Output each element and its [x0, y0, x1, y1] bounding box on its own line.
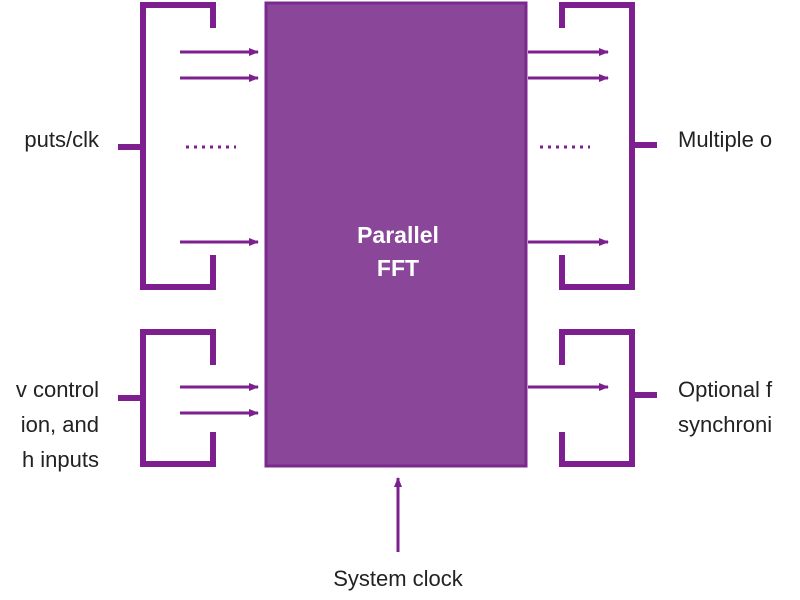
- block-title-line2: FFT: [377, 255, 419, 281]
- block-title-line1: Parallel: [357, 222, 439, 248]
- right-bottom-bracket: [559, 329, 657, 467]
- left-bottom-label-2: ion, and: [21, 412, 99, 437]
- system-clock-label: System clock: [333, 566, 464, 591]
- left-top-label: puts/clk: [24, 127, 100, 152]
- left-bottom-bracket: [118, 329, 216, 467]
- left-top-bracket: [118, 2, 216, 290]
- right-top-bracket: [559, 2, 657, 290]
- left-bottom-label-1: v control: [16, 377, 99, 402]
- parallel-fft-block: [264, 1, 528, 468]
- right-bottom-label-2: synchroni: [678, 412, 772, 437]
- right-top-label: Multiple o: [678, 127, 772, 152]
- left-bottom-label-3: h inputs: [22, 447, 99, 472]
- right-bottom-label-1: Optional f: [678, 377, 773, 402]
